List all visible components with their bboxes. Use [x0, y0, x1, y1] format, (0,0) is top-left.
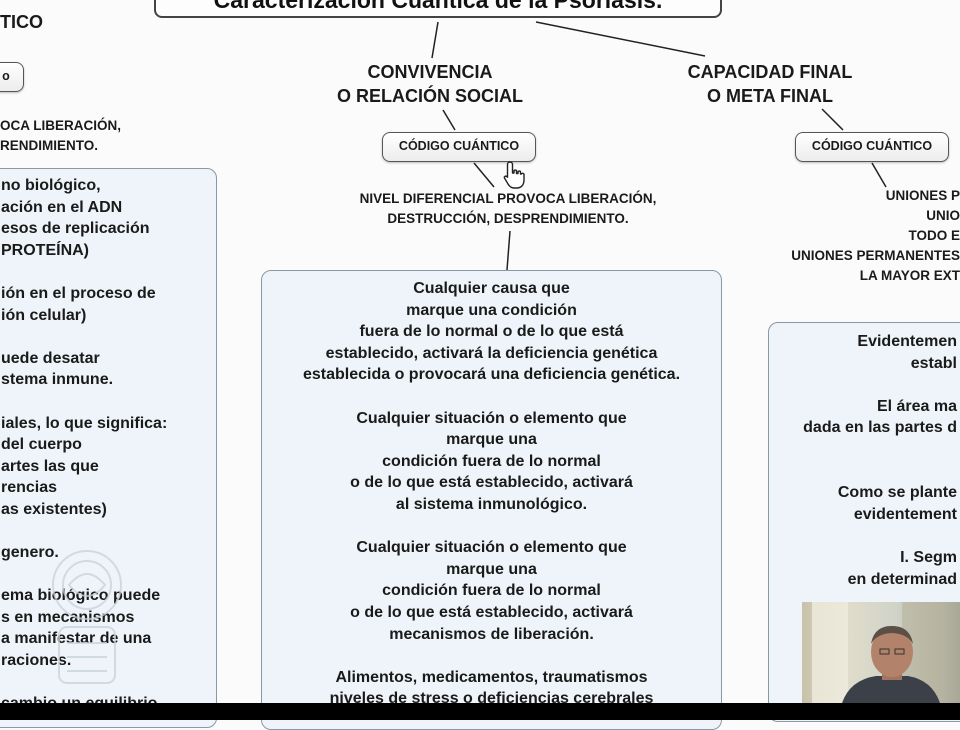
right-panel-line [769, 461, 957, 483]
left-heading: TICO [0, 12, 43, 32]
right-panel-line: Evidentemen [857, 333, 957, 350]
middle-panel-line: establecida o provocará una deficiencia … [302, 366, 681, 384]
middle-panel-line: Cualquier situación o elemento que [356, 539, 627, 557]
right-panel-line: Como se plante [837, 484, 957, 502]
left-panel-line: a manifestar de una [1, 630, 152, 648]
left-panel: no biológico, ación en el ADN esos de repl… [0, 168, 217, 728]
left-panel-line: del cuerpo [1, 436, 82, 454]
connector-title-middle [431, 21, 439, 59]
right-text-line: LA MAYOR EXT [859, 268, 960, 283]
left-panel-line: ión celular) [1, 306, 87, 324]
left-code-button[interactable]: o [0, 62, 24, 92]
left-panel-line [1, 391, 216, 413]
middle-heading: CONVIVENCIA O RELACIÓN SOCIAL [300, 60, 560, 108]
left-panel-line [1, 326, 216, 348]
right-panel-line [769, 374, 957, 396]
right-text-line: TODO E [908, 228, 960, 243]
left-panel-line: s en mecanismos [1, 608, 135, 626]
right-heading: CAPACIDAD FINAL O META FINAL [660, 60, 880, 108]
middle-text-line: NIVEL DIFERENCIAL PROVOCA LIBERACIÓN, [359, 191, 657, 206]
left-panel-line [1, 261, 216, 283]
middle-panel-line: Cualquier causa que [413, 280, 570, 297]
left-panel-line: esos de replicación [1, 220, 150, 238]
right-panel-line [769, 439, 957, 461]
right-panel-line [769, 525, 957, 547]
left-panel-line: rencias [1, 479, 58, 497]
left-panel-line: as existentes) [1, 500, 107, 518]
map-title: Caracterización Cuántica de la Psoriasis… [154, 0, 722, 18]
middle-panel-line: o de lo que está establecido, activará [350, 603, 633, 621]
middle-panel-line: mecanismos de liberación. [389, 625, 594, 643]
connector-right-heading-button [821, 108, 844, 131]
middle-panel-line: o de lo que está establecido, activará [350, 474, 633, 492]
hand-pointer-icon [503, 161, 525, 189]
left-panel-line: ación en el ADN [1, 198, 123, 216]
left-text: OCA LIBERACIÓN, RENDIMIENTO. [0, 116, 121, 156]
middle-panel-line: condición fuera de lo normal [382, 452, 601, 470]
connector-title-right [535, 21, 706, 57]
connector-middle-text-panel [506, 230, 511, 271]
right-panel-line: establ [910, 354, 957, 372]
middle-heading-line: O RELACIÓN SOCIAL [336, 86, 523, 106]
right-text-line: UNIONES P [885, 188, 960, 203]
connector-middle-button-text [473, 162, 495, 188]
left-panel-line: stema inmune. [1, 371, 114, 389]
connector-right-button-text [871, 162, 887, 188]
middle-panel-line: establecido, activará la deficiencia gen… [325, 344, 658, 362]
video-letterbox-bar [0, 703, 960, 720]
right-panel-line: El área ma [876, 397, 957, 415]
middle-panel-line: Alimentos, medicamentos, traumatismos [335, 668, 648, 686]
right-text-line: UNIONES PERMANENTES [791, 248, 960, 263]
middle-code-button[interactable]: CÓDIGO CUÁNTICO [382, 132, 536, 162]
connector-middle-heading-button [442, 109, 456, 131]
watermark-seal-icon [52, 550, 122, 684]
right-heading-line: CAPACIDAD FINAL [687, 62, 853, 82]
middle-panel-line: marque una [446, 431, 537, 449]
middle-panel-line: condición fuera de lo normal [382, 582, 601, 600]
left-text-line: OCA LIBERACIÓN, [0, 118, 121, 133]
left-text-line: RENDIMIENTO. [0, 138, 99, 153]
webcam-video [802, 602, 960, 703]
right-text: UNIONES P UNIO TODO E UNIONES PERMANENTE… [756, 186, 960, 286]
middle-panel-line: marque una [446, 560, 537, 578]
middle-panel: Cualquier causa que marque una condición f… [261, 270, 722, 730]
left-panel-line: ión en el proceso de [1, 284, 156, 302]
middle-panel-line [262, 645, 721, 667]
middle-heading-line: CONVIVENCIA [367, 62, 493, 82]
left-panel-line: genero. [1, 544, 59, 562]
right-panel-line: I. Segm [900, 548, 957, 566]
left-panel-line [1, 521, 216, 543]
right-code-button[interactable]: CÓDIGO CUÁNTICO [795, 132, 949, 162]
middle-panel-line: marque una condición [406, 301, 577, 319]
right-panel-line: en determinad [847, 570, 957, 588]
middle-panel-line [262, 386, 721, 408]
left-panel-line: artes las que [1, 457, 99, 475]
right-panel-line: evidentement [853, 505, 957, 523]
middle-panel-line [262, 516, 721, 538]
middle-text-line: DESTRUCCIÓN, DESPRENDIMIENTO. [387, 211, 629, 226]
middle-panel-line: fuera de lo normal o de lo que está [359, 323, 624, 341]
left-panel-line: uede desatar [1, 349, 100, 367]
middle-panel-line: Cualquier situación o elemento que [356, 409, 627, 427]
presenter-video-frame [812, 602, 942, 703]
left-panel-line: PROTEÍNA) [1, 241, 89, 259]
left-panel-line: iales, lo que significa: [1, 414, 168, 432]
left-panel-line: raciones. [1, 652, 72, 670]
middle-panel-line: al sistema inmunológico. [395, 495, 588, 513]
middle-text: NIVEL DIFERENCIAL PROVOCA LIBERACIÓN, DE… [298, 189, 718, 229]
right-panel-line: dada en las partes d [803, 419, 957, 437]
left-panel-line: no biológico, [1, 177, 101, 194]
right-heading-line: O META FINAL [707, 86, 833, 106]
right-text-line: UNIO [926, 208, 960, 223]
